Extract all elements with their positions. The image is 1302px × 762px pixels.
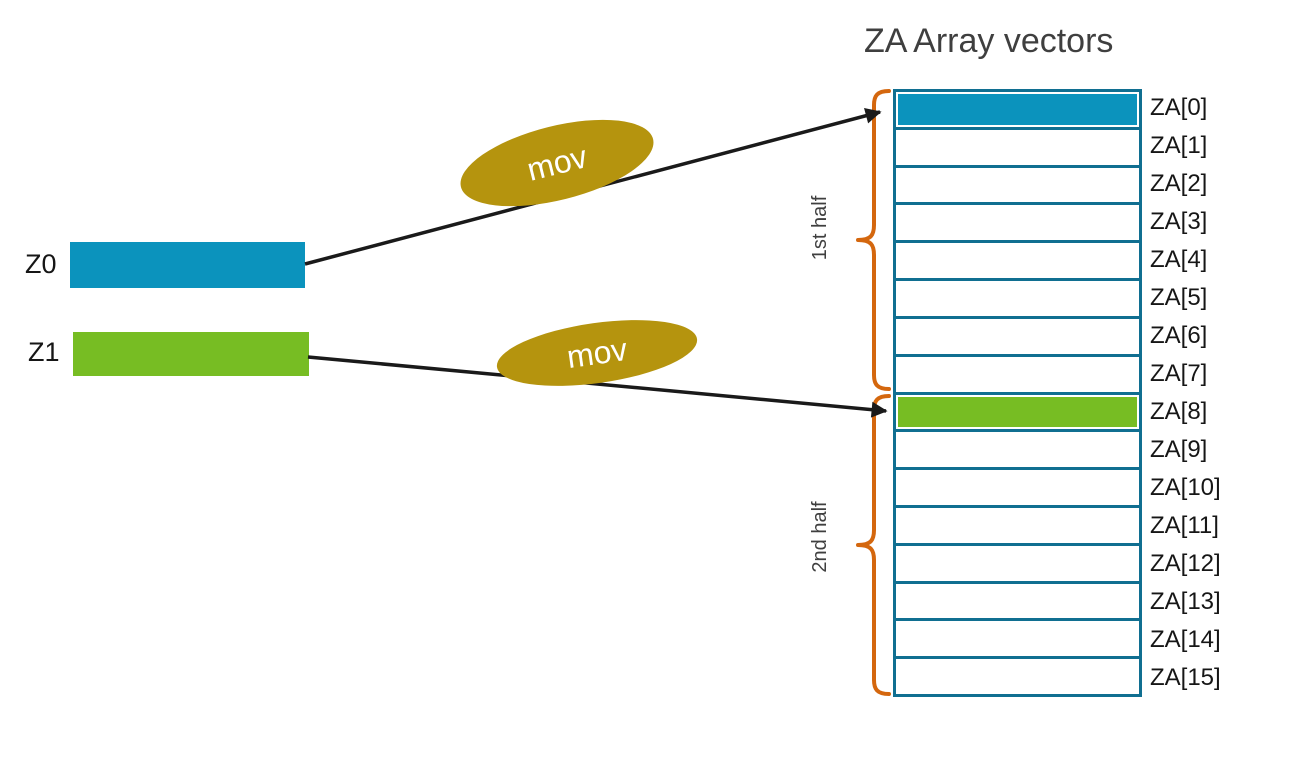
mov-ellipse-1: mov: [460, 119, 654, 207]
register-z0-label: Z0: [25, 249, 57, 279]
register-z1-label: Z1: [28, 337, 60, 367]
mov-ellipse-2-shape: [496, 320, 698, 386]
za-array-table: [893, 89, 1142, 697]
register-z1-box: [73, 332, 309, 376]
za-row-label: ZA[3]: [1150, 208, 1208, 235]
za-row: [896, 470, 1139, 508]
mov-arrow-z0-to-za0: [304, 107, 882, 266]
mov-ellipse-1-shape: [460, 119, 654, 207]
za-row-label: ZA[10]: [1150, 474, 1221, 501]
za-row-label: ZA[2]: [1150, 170, 1208, 197]
register-z0-box: [70, 242, 305, 288]
second-half-label: 2nd half: [809, 501, 831, 573]
za-row-label: ZA[8]: [1150, 398, 1208, 425]
za-row-label: ZA[4]: [1150, 246, 1208, 273]
za-row: [896, 129, 1139, 168]
za-row-label: ZA[14]: [1150, 626, 1221, 653]
za-row-label: ZA[5]: [1150, 284, 1208, 311]
za-row: [896, 281, 1139, 319]
za-row: [896, 621, 1139, 660]
za-row: [896, 432, 1139, 471]
za-row: [896, 243, 1139, 282]
mov-label-1: mov: [523, 138, 590, 188]
mov-label-2: mov: [565, 331, 630, 375]
second-half-bracket: [856, 394, 891, 696]
za-row: [896, 92, 1139, 130]
mov-ellipse-2: mov: [496, 320, 698, 386]
za-row: [896, 356, 1139, 395]
za-row-label: ZA[15]: [1150, 664, 1221, 691]
page-title: ZA Array vectors: [864, 22, 1114, 60]
za-row-label: ZA[9]: [1150, 436, 1208, 463]
za-row: [896, 545, 1139, 584]
za-row: [896, 394, 1139, 433]
za-row-label: ZA[12]: [1150, 550, 1221, 577]
za-row-label: ZA[7]: [1150, 360, 1208, 387]
za-row: [896, 659, 1139, 694]
za-row-label: ZA[6]: [1150, 322, 1208, 349]
za-row: [896, 205, 1139, 244]
mov-arrow-z1-to-za8: [307, 355, 888, 418]
first-half-bracket: [856, 89, 891, 391]
za-row: [896, 167, 1139, 206]
za-row-label: ZA[11]: [1150, 512, 1219, 539]
za-row: [896, 318, 1139, 357]
za-row: [896, 507, 1139, 546]
za-row: [896, 583, 1139, 622]
za-row-label: ZA[1]: [1150, 132, 1208, 159]
za-row-label: ZA[0]: [1150, 94, 1208, 121]
first-half-label: 1st half: [809, 195, 831, 260]
za-row-label: ZA[13]: [1150, 588, 1221, 615]
za-array-row-labels: ZA[0] ZA[1] ZA[2] ZA[3] ZA[4] ZA[5] ZA[6] ZA[7]…: [1150, 89, 1270, 697]
